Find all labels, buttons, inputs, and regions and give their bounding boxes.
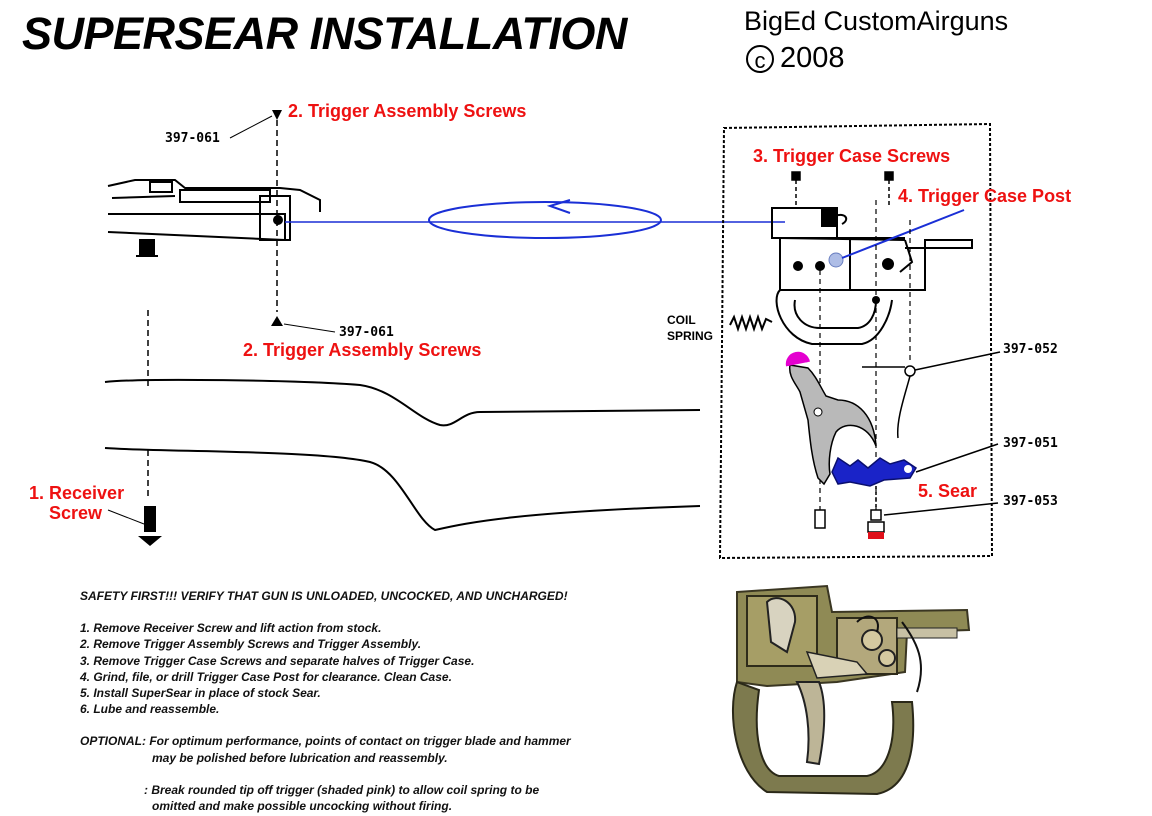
trigger-case-post [828, 252, 844, 268]
trigger-blade [788, 364, 877, 486]
label-trigger-case-screws: 3. Trigger Case Screws [753, 146, 951, 166]
label-trigger-case-post: 4. Trigger Case Post [898, 186, 1072, 206]
label-coil-line2: SPRING [667, 329, 714, 343]
label-coil-line1: COIL [667, 313, 696, 327]
brand-name: BigEd CustomAirguns [744, 6, 1009, 36]
part-number-sear: 397-051 [1003, 436, 1058, 451]
trigger-tip-pink [785, 351, 810, 367]
step-6: 6. Lube and reassemble. [80, 702, 220, 717]
page-title: SUPERSEAR INSTALLATION [22, 8, 627, 59]
label-trigger-assembly-screws-top: 2. Trigger Assembly Screws [288, 101, 527, 121]
label-receiver-screw-line1: 1. Receiver [29, 483, 125, 503]
exploded-view-frame [718, 122, 994, 560]
part-number-top-screw: 397-061 [165, 131, 220, 146]
safety-warning: SAFETY FIRST!!! VERIFY THAT GUN IS UNLOA… [80, 589, 568, 603]
copyright-icon: c [746, 45, 774, 74]
stock [104, 378, 701, 532]
trigger-assembly-photo [707, 582, 983, 814]
rotation-arrow-icon [546, 199, 571, 214]
spring-pin [862, 351, 1001, 439]
trigger-plunger [814, 509, 826, 529]
step-2: 2. Remove Trigger Assembly Screws and Tr… [80, 637, 422, 652]
part-number-bottom-screw: 397-061 [339, 325, 394, 340]
step-1: 1. Remove Receiver Screw and lift action… [80, 621, 382, 636]
trigger-case-screws [791, 171, 894, 205]
bottom-screw [271, 316, 283, 326]
part-number-sear-plunger: 397-053 [1003, 494, 1058, 509]
optional-note-1a: OPTIONAL: For optimum performance, point… [80, 734, 571, 749]
step-4: 4. Grind, file, or drill Trigger Case Po… [80, 669, 452, 684]
sear-plunger [867, 486, 999, 539]
top-screw [272, 110, 282, 120]
copyright-year: 2008 [780, 42, 845, 74]
trigger-guard [775, 289, 893, 345]
step-5: 5. Install SuperSear in place of stock S… [80, 686, 321, 701]
receiver-action [107, 179, 321, 257]
optional-note-1b: may be polished before lubrication and r… [152, 750, 448, 765]
receiver-screw [107, 506, 162, 546]
supersear [831, 456, 918, 487]
optional-note-2b: omitted and make possible uncocking with… [152, 799, 453, 814]
label-trigger-assembly-screws-bottom: 2. Trigger Assembly Screws [243, 340, 482, 360]
coil-spring [729, 313, 773, 333]
case-post-pointer [841, 209, 965, 259]
step-3: 3. Remove Trigger Case Screws and separa… [80, 653, 475, 668]
label-sear: 5. Sear [918, 481, 978, 501]
optional-note-2a: : Break rounded tip off trigger (shaded … [144, 782, 540, 797]
instructions: SAFETY FIRST!!! VERIFY THAT GUN IS UNLOA… [80, 588, 571, 814]
trigger-case [771, 207, 973, 291]
part-number-spring-pin: 397-052 [1003, 342, 1058, 357]
label-receiver-screw-line2: Screw [49, 503, 103, 523]
rotation-ellipse [428, 201, 662, 239]
